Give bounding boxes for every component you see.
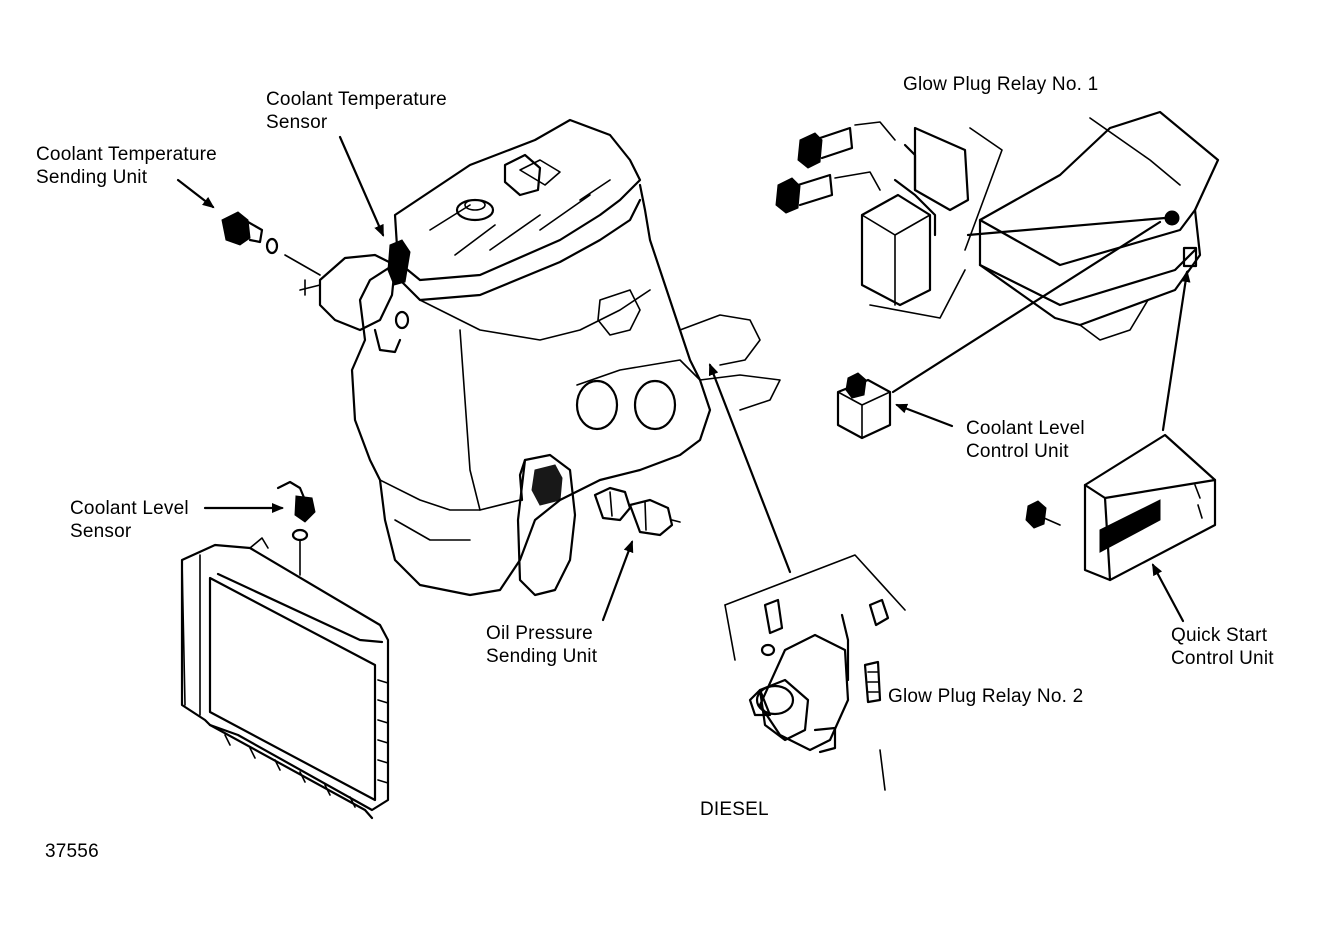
coolant-temp-sending-unit-label-line-2: Sending Unit (36, 167, 148, 188)
engine-block (299, 118, 781, 597)
ecu-housing (978, 110, 1220, 341)
diagram-caption: DIESEL (700, 798, 769, 821)
coolant-level-control-unit-label-line-1: Coolant Level (966, 418, 1085, 439)
oil-pressure-sending-unit-part (593, 486, 681, 537)
glow-plug-relay-1-part (775, 121, 1003, 319)
coolant-level-control-unit-label: Coolant Level Control Unit (966, 417, 1085, 463)
coolant-level-control-unit-label-line-2: Control Unit (966, 441, 1069, 462)
coolant-level-control-unit-part (836, 372, 892, 440)
glow-plug-relay-2-label-line-1: Glow Plug Relay No. 2 (888, 686, 1084, 707)
coolant-temp-sensor-label: Coolant Temperature Sensor (266, 88, 447, 134)
coolant-temp-sensor-label-line-2: Sensor (266, 112, 328, 133)
coolant-level-sensor-label-line-1: Coolant Level (70, 498, 189, 519)
leader-arrows (176, 135, 1191, 623)
glow-plug-relay-1-label: Glow Plug Relay No. 1 (903, 73, 1098, 96)
quick-start-control-unit-label-line-1: Quick Start (1171, 625, 1268, 646)
glow-plug-relay-2-label: Glow Plug Relay No. 2 (888, 685, 1083, 708)
figure-number: 37556 (45, 840, 99, 863)
coolant-level-sensor-label-line-2: Sensor (70, 521, 132, 542)
oil-pressure-sending-unit-label: Oil Pressure Sending Unit (486, 622, 597, 668)
glow-plug-relay-2-part (724, 554, 906, 791)
coolant-temp-sending-unit-label: Coolant Temperature Sending Unit (36, 143, 217, 189)
quick-start-control-unit-label-line-2: Control Unit (1171, 648, 1274, 669)
quick-start-control-unit-label: Quick Start Control Unit (1171, 624, 1274, 670)
coolant-temp-sending-unit-label-line-1: Coolant Temperature (36, 144, 217, 165)
diesel-caption: DIESEL (700, 799, 769, 820)
coolant-level-sensor-label: Coolant Level Sensor (70, 497, 189, 543)
coolant-temp-sending-unit-part (221, 211, 321, 276)
figure-number-text: 37556 (45, 841, 99, 862)
glow-plug-relay-1-label-line-1: Glow Plug Relay No. 1 (903, 74, 1099, 95)
oil-pressure-sending-unit-label-line-1: Oil Pressure (486, 623, 593, 644)
radiator (180, 480, 390, 820)
quick-start-control-unit-part (1025, 433, 1217, 582)
oil-pressure-sending-unit-label-line-2: Sending Unit (486, 646, 598, 667)
oil-filter (516, 453, 577, 597)
coolant-temp-sensor-label-line-1: Coolant Temperature (266, 89, 447, 110)
